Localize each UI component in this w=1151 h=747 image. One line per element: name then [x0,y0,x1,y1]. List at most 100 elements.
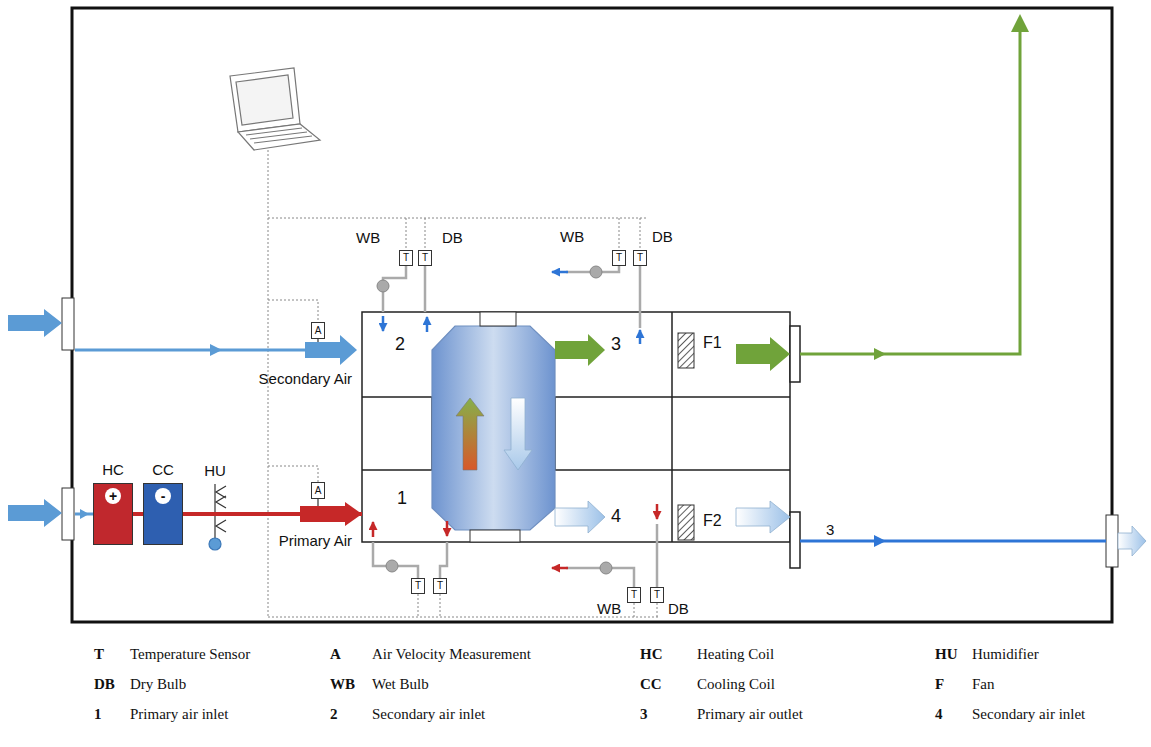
air-stream-label: Secondary Air [259,370,352,387]
legend-text: Heating Coil [697,646,774,663]
temperature-sensor: T [650,587,664,603]
temperature-sensor: T [627,587,641,603]
air-inlet-arrows [8,309,62,527]
legend-text: Cooling Coil [697,676,775,693]
legend-symbol: 2 [330,706,338,722]
fan-symbol [678,333,694,540]
legend-symbol: 1 [94,706,102,722]
secondary-outlet-flow [736,501,790,533]
wet-bulb-label: WB [356,229,380,246]
legend-text: Dry Bulb [130,676,186,693]
chamber-number: 2 [395,334,405,354]
sample-flow-arrow [382,316,385,331]
temperature-sensor: T [433,578,447,594]
dry-bulb-label: DB [668,600,689,617]
legend-text: Secondary air inlet [372,706,485,723]
velocity-sensor: A [311,322,325,339]
legend-symbol: A [330,646,341,662]
signal-wires [268,218,646,219]
sensor-letter: T [616,253,622,263]
sampling-tubes [656,524,659,587]
chamber-number: 1 [397,488,407,508]
fan-label: F1 [698,329,734,357]
sampling-tubes [639,266,642,328]
legend-text: Heating Coil [697,646,774,662]
signal-wires [268,466,318,482]
legend-symbol: F [935,676,944,692]
air-duct [183,512,362,516]
legend-text: Secondary air inlet [972,706,1085,723]
frame [62,8,1118,622]
legend-symbol: HC [640,646,663,662]
air-duct [133,512,143,516]
legend-symbol: A [330,646,341,663]
chamber-number: 3 [611,334,621,354]
wet-bulb-label: WB [597,600,621,617]
air-inlet-arrows [8,309,62,337]
chamber-number: 4 [607,474,637,534]
sensor-letter: A [315,326,322,336]
legend-text: Primary air outlet [697,706,803,723]
laptop-icon [238,124,320,150]
sensor-letter: T [415,581,421,591]
legend-text: Primary air outlet [697,706,803,722]
legend-text: Dry Bulb [130,676,186,692]
primary-air-duct [80,509,89,519]
legend-symbol: DB [94,676,115,693]
signal-wires [268,300,318,322]
heat-exchanger [470,530,520,542]
air-handling-unit [790,512,800,568]
temperature-sensor: T [399,250,413,266]
legend-symbol: CC [640,676,662,693]
sensor-letter: T [422,253,428,263]
wet-bulb-label: WB [560,228,584,245]
secondary-air-duct [317,339,318,342]
legend-text: Secondary air inlet [372,706,485,722]
humidifier-symbol [209,538,221,550]
legend-text: Humidifier [972,646,1039,663]
legend-symbol: WB [330,676,355,693]
signal-wires [406,218,640,250]
coil-label: CC [152,461,174,483]
signal-wires [418,594,657,617]
legend-text: Fan [972,676,995,692]
chamber-number: 2 [365,314,427,394]
humidifier-symbol [209,484,226,550]
fan-label: F1 [703,333,722,353]
secondary-air-duct [305,335,357,365]
sensor-letter: T [403,253,409,263]
legend-text: Primary air inlet [130,706,228,722]
sensor-letter: T [437,581,443,591]
chamber-number: 4 [611,506,621,526]
legend-text: Secondary air inlet [972,706,1085,722]
frame [72,8,1112,622]
heat-exchanger [432,312,555,542]
legend-symbol: 4 [935,706,943,722]
temperature-sensor: T [612,250,626,266]
primary-outlet-flow [874,348,886,360]
heating-coil: HC+ [93,461,133,545]
sampling-tubes [373,542,418,578]
secondary-air-duct [75,335,357,365]
primary-outlet-flow [555,14,1029,371]
sample-flow-arrow [552,271,568,274]
legend-text: Humidifier [972,646,1039,662]
legend-symbol: HC [640,646,663,663]
legend-text: Air Velocity Measurement [372,646,531,663]
air-handling-unit [790,326,800,382]
dry-bulb-label: DB [652,228,673,245]
laptop-icon [236,75,293,125]
laptop-icon [254,136,312,143]
sampling-tubes [424,266,427,312]
sampling-tubes [566,568,634,587]
sampling-tubes [440,542,447,578]
secondary-air-duct [210,344,222,356]
air-stream-label: Primary Air [279,532,352,549]
frame [62,298,74,350]
coil-sign: - [155,488,171,504]
secondary-outlet-flow [555,501,605,533]
sensor-letter: T [654,590,660,600]
wet-bulb-label: WB [560,228,584,245]
primary-outlet-flow [1011,14,1029,32]
dry-bulb-label: DB [668,600,689,617]
